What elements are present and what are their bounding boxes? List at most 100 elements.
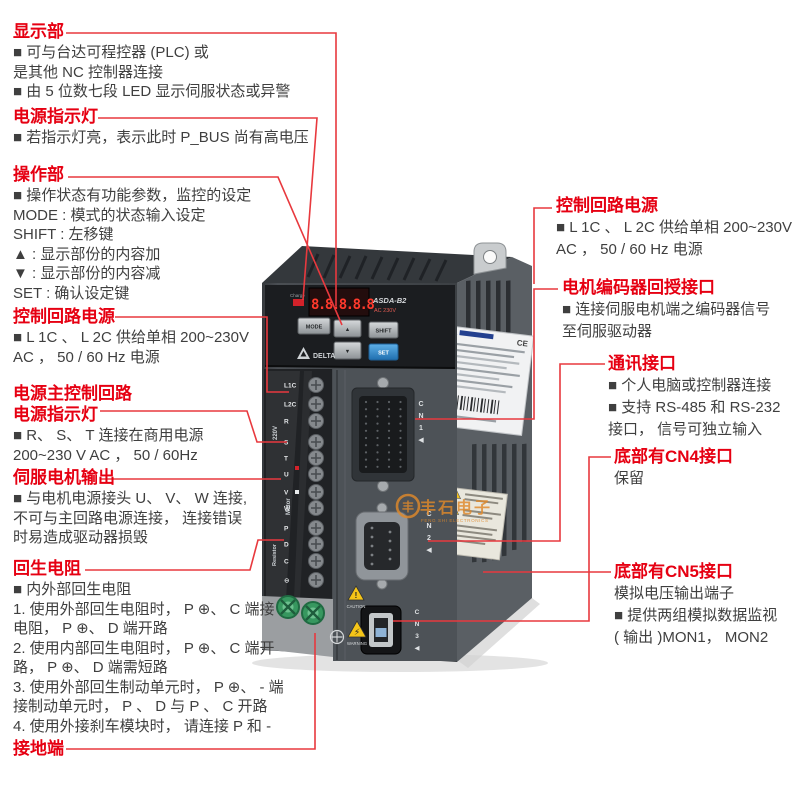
annotation-line: 路， P ⊕、 D 端需短路 xyxy=(13,659,168,676)
svg-text:⚡: ⚡ xyxy=(354,627,360,637)
cn2-pin xyxy=(388,548,392,552)
caution-label: ! CAUTION xyxy=(347,585,365,609)
cn1-pins xyxy=(364,400,402,468)
annotation-cn5-port: 底部有CN5接口 模拟电压输出端子■ 提供两组模拟数据监视( 输出 )MON1，… xyxy=(614,562,777,649)
annotation-line: MODE : 模式的状态输入设定 xyxy=(13,206,206,224)
mounting-hole xyxy=(483,250,497,264)
annotation-header: 接地端 xyxy=(13,739,64,758)
terminal-label: P xyxy=(284,526,289,533)
charge-led-label: Charge xyxy=(290,293,305,298)
barcode-stripe xyxy=(469,397,474,412)
cn1-pin xyxy=(376,436,379,440)
annotation-line: 2. 使用内部回生电阻时， P ⊕、 C 端开 xyxy=(13,639,275,657)
annotation-header: 控制回路电源 xyxy=(556,196,658,215)
u-terminal-marker xyxy=(295,466,299,470)
cn1-pin xyxy=(364,429,368,432)
resistor-vertical-label: Resistor xyxy=(272,543,278,566)
cn1-pin xyxy=(387,465,391,468)
annotation-header: 回生电阻 xyxy=(13,559,81,578)
mounting-tab xyxy=(473,242,507,275)
set-button-label: SET xyxy=(378,351,389,357)
v-terminal-marker xyxy=(295,490,299,494)
down-arrow-button[interactable] xyxy=(333,341,362,360)
cn2-connector[interactable] xyxy=(355,502,409,590)
voltage-label: AC 230V xyxy=(374,308,396,314)
seven-segment-display xyxy=(308,287,370,317)
annotation-line: 模拟电压输出端子 xyxy=(614,585,735,602)
ground-screw-left[interactable] xyxy=(276,595,300,619)
line-control-power-right xyxy=(533,207,552,284)
set-button[interactable] xyxy=(368,343,399,361)
annotation-line: ■ 操作状态有功能参数，监控的设定 xyxy=(13,187,252,204)
delta-logo: DELTA xyxy=(297,347,335,360)
barcode-stripe xyxy=(473,397,476,412)
warning-label: ⚡ WARNING xyxy=(347,620,367,646)
shift-button-label: SHIFT xyxy=(376,329,393,335)
annotation-cn4-port: 底部有CN4接口 保留 xyxy=(614,447,733,490)
side-shadow xyxy=(457,598,540,668)
annotation-line: 是其他 NC 控制器连接 xyxy=(13,63,164,81)
annotation-display-section: 显示部 ■ 可与台达可程控器 (PLC) 或是其他 NC 控制器连接■ 由 5 … xyxy=(13,22,290,102)
cn3-connector[interactable] xyxy=(360,605,402,655)
terminal-cover-reflection2 xyxy=(294,371,312,599)
barcode-stripe xyxy=(489,399,494,414)
annotation-line: SET : 确认设定键 xyxy=(13,284,130,302)
annotation-line: ▲ : 显示部份的内容加 xyxy=(13,245,161,263)
line-main-power xyxy=(100,410,287,443)
annotation-header: 底部有CN5接口 xyxy=(614,562,734,581)
cn2-pin xyxy=(388,530,392,534)
side-vents-top xyxy=(466,280,511,334)
annotation-header: 操作部 xyxy=(13,165,64,184)
line-comm-port xyxy=(428,363,605,542)
cn1-pin xyxy=(399,465,402,468)
terminal-label: D xyxy=(284,542,289,549)
warning-text: WARNING xyxy=(347,641,367,646)
terminal-cover-reflection xyxy=(266,371,300,599)
annotation-line: AC ， 50 / 60 Hz 电源 xyxy=(556,241,703,258)
annotation-header: 电源主控制回路 电源指示灯 xyxy=(13,384,132,424)
cn1-connector[interactable] xyxy=(351,377,415,492)
cn2-pin xyxy=(370,553,374,557)
cn1-pin xyxy=(376,408,379,411)
line-encoder-port xyxy=(415,288,558,420)
cn1-pin xyxy=(387,415,391,418)
annotation-encoder-port: 电机编码器回授接口 ■ 连接伺服电机端之编码器信号至伺服驱动器 xyxy=(562,278,770,343)
terminal-label: S xyxy=(284,440,289,447)
annotation-line: ■ L 1C 、 L 2C 供给单相 200~230V xyxy=(556,219,792,236)
delta-logo-text: DELTA xyxy=(313,353,335,360)
annotation-line: 接制动单元时， P 、 D 与 P 、 C 开路 xyxy=(13,698,268,715)
cn1-pin xyxy=(376,422,379,425)
ground-screw-right[interactable] xyxy=(301,601,325,625)
terminal-label: L1C xyxy=(284,383,297,390)
annotation-line: ■ 支持 RS-485 和 RS-232 xyxy=(608,399,781,416)
annotation-line: ▼ : 显示部份的内容减 xyxy=(13,265,161,282)
barcode-stripe xyxy=(476,397,480,412)
callout-lines xyxy=(66,32,611,750)
annotation-control-power-right: 控制回路电源 ■ L 1C 、 L 2C 供给单相 200~230V AC ， 5… xyxy=(556,196,792,261)
cn1-pin xyxy=(399,429,402,432)
cn1-pin xyxy=(399,415,402,418)
annotation-header: 电机编码器回授接口 xyxy=(562,278,715,297)
annotation-motor-output: 伺服电机输出 ■ 与电机电源接头 U、 V、 W 连接,不可与主回路电源连接， … xyxy=(13,468,247,548)
mode-button[interactable] xyxy=(297,317,331,335)
terminal-voltage-vertical-label: 220V xyxy=(273,426,279,440)
down-arrow-label: ▼ xyxy=(345,349,350,355)
annotation-line: 时易造成驱动器损毁 xyxy=(13,529,149,546)
annotation-line: 至伺服驱动器 xyxy=(562,323,653,340)
shift-button[interactable] xyxy=(368,321,399,339)
cn2-pin xyxy=(370,526,374,530)
cn1-pin xyxy=(376,415,379,418)
cn1-pin xyxy=(364,408,368,411)
up-arrow-button[interactable] xyxy=(333,319,362,338)
cn1-pin xyxy=(399,400,402,404)
watermark-en: FENG SHI ELECTRONICS xyxy=(421,518,489,523)
annotation-line: ■ 可与台达可程控器 (PLC) 或 xyxy=(13,44,209,61)
annotation-header: 伺服电机输出 xyxy=(13,468,115,487)
cn1-pin xyxy=(376,451,379,454)
cn1-pin xyxy=(387,408,391,411)
annotation-line: ■ L 1C 、 L 2C 供给单相 200~230V xyxy=(13,329,249,346)
